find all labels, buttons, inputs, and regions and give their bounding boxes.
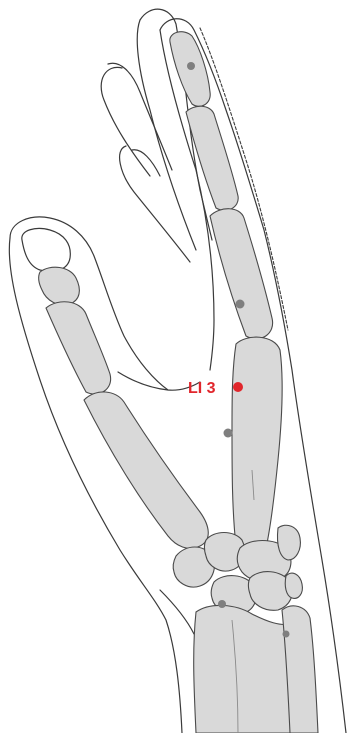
reference-point-proximal-joint xyxy=(236,300,245,309)
thumb-metacarpal xyxy=(84,392,208,548)
thumb-proximal-phalanx xyxy=(46,302,111,394)
thumb-distal-phalanx xyxy=(39,267,80,305)
index-metacarpal xyxy=(232,337,282,557)
middle-finger-back xyxy=(120,146,190,262)
hamate xyxy=(277,525,300,560)
reference-point-wrist xyxy=(218,600,226,608)
reference-point-fingertip xyxy=(187,62,195,70)
reference-point-ulna xyxy=(283,631,290,638)
bones xyxy=(39,32,318,733)
li3-point-marker xyxy=(233,382,243,392)
wrist-edge xyxy=(160,590,194,634)
li3-point-label: LI 3 xyxy=(188,380,216,397)
triquetrum xyxy=(285,573,302,598)
reference-point-web xyxy=(224,429,233,438)
thumb-nail xyxy=(22,228,70,271)
finger-crease xyxy=(132,150,160,176)
